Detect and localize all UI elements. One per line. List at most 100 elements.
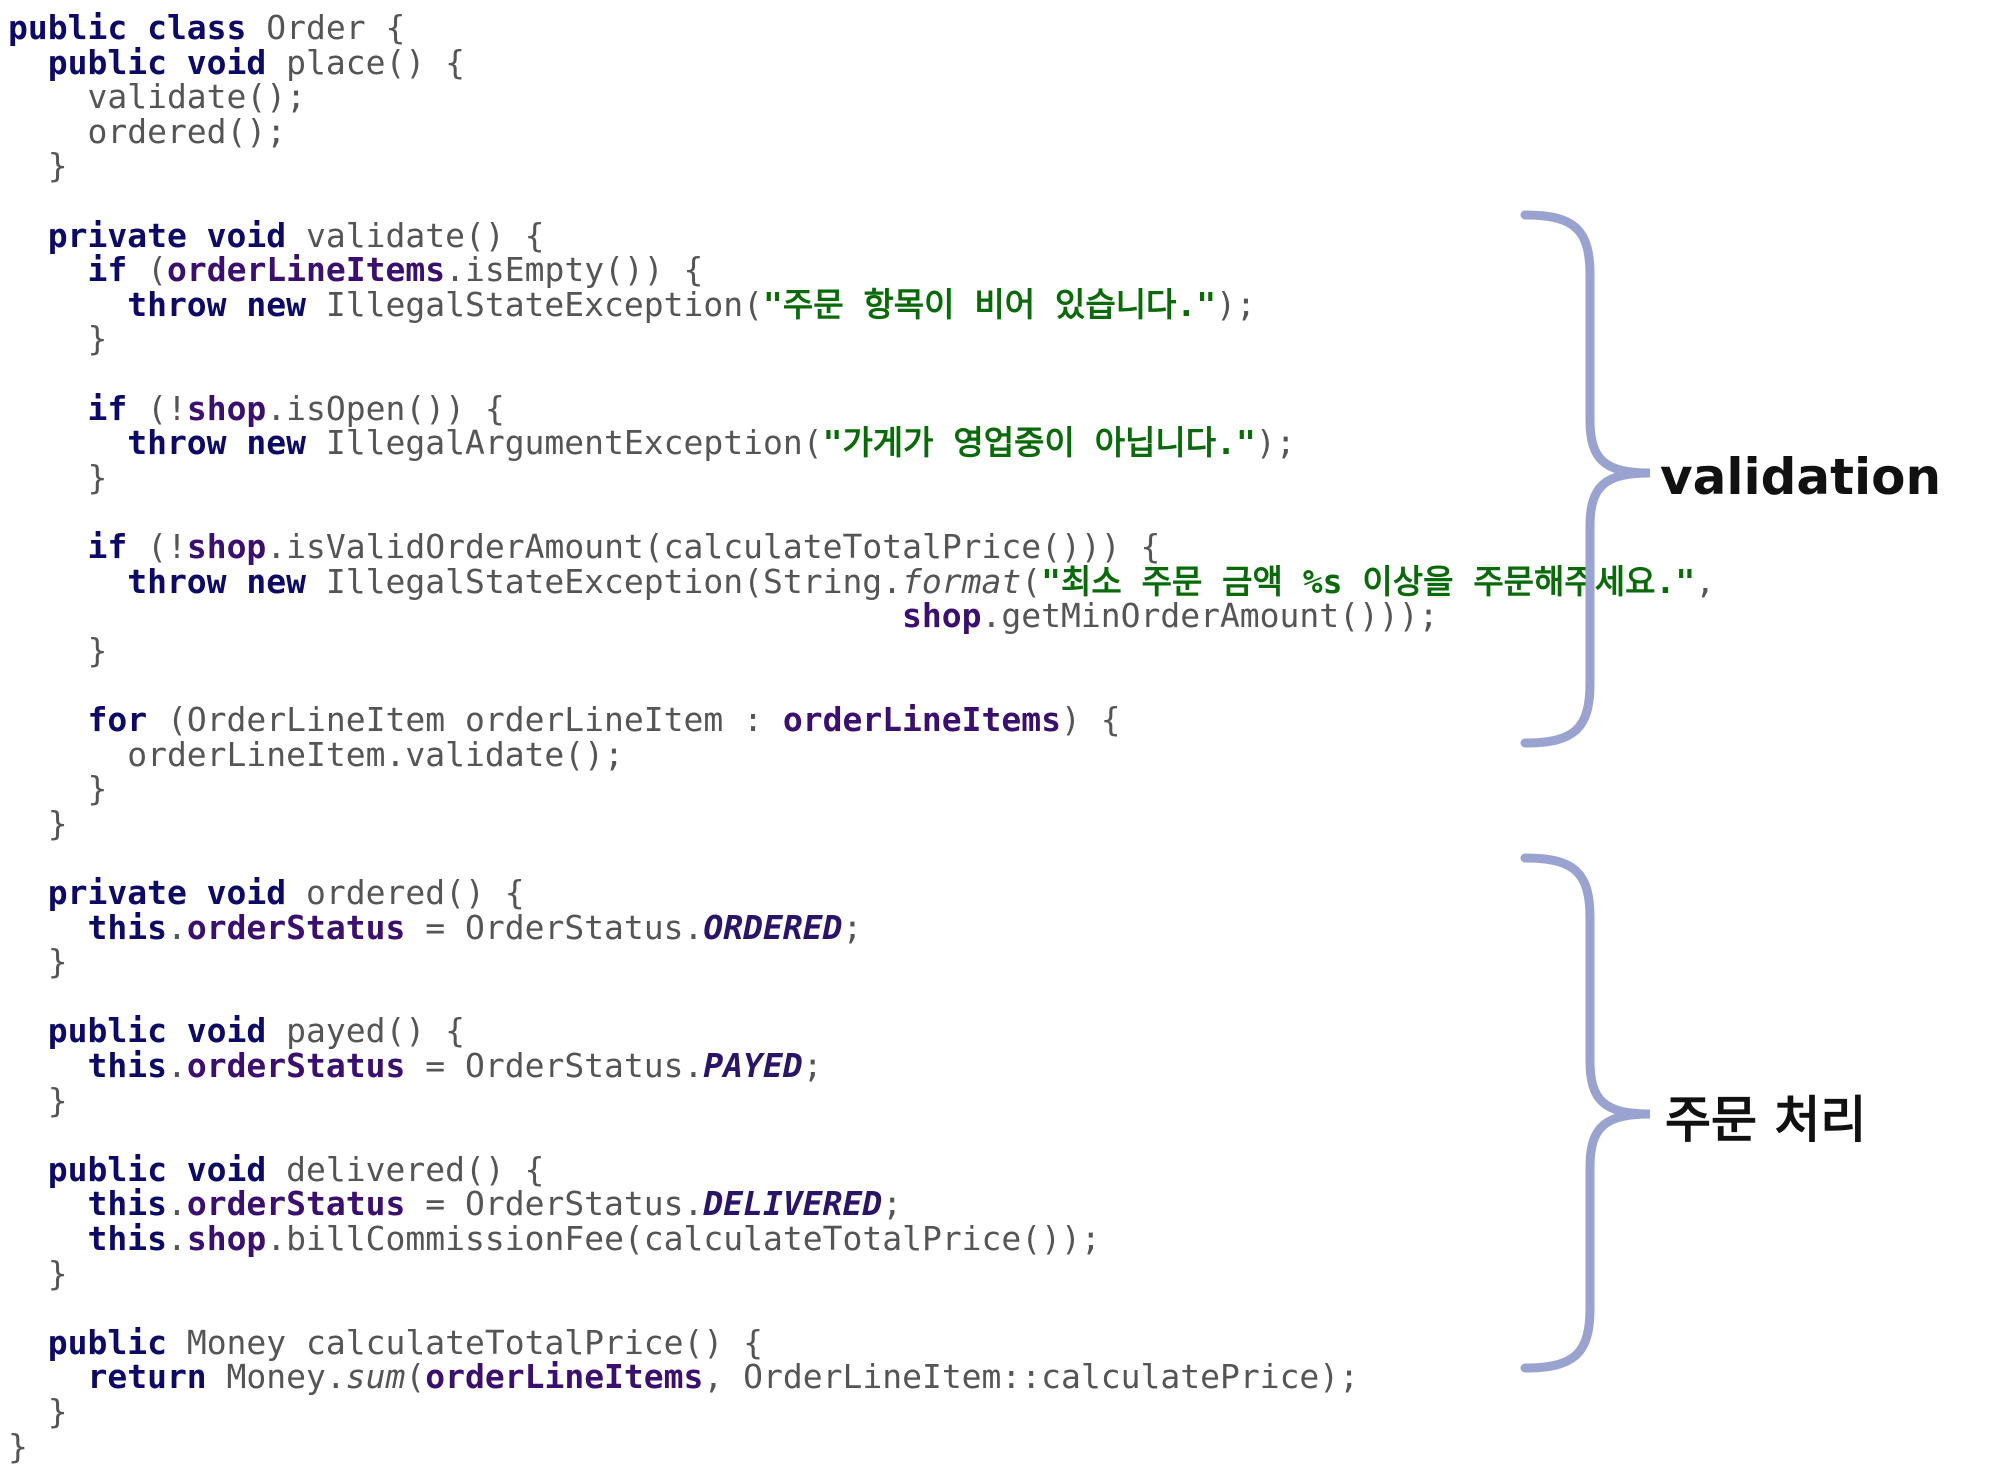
- code-token: PAYED: [703, 1046, 803, 1085]
- code-token: orderLineItems: [166, 250, 446, 290]
- code-token: private void: [8, 215, 287, 255]
- code-line: if (!shop.isOpen()) {: [8, 388, 505, 429]
- code-token: throw new: [8, 423, 307, 463]
- code-line: throw new IllegalStateException(String.f…: [8, 562, 1715, 602]
- code-token: for: [8, 700, 148, 739]
- code-token: IllegalArgumentException(: [306, 423, 823, 463]
- code-token: Money calculateTotalPrice() {: [166, 1322, 763, 1362]
- code-line: }: [8, 769, 107, 809]
- code-token: delivered() {: [266, 1149, 545, 1189]
- code-line: }: [8, 1392, 68, 1432]
- code-token: .isOpen()) {: [266, 388, 505, 428]
- code-token: this: [8, 907, 167, 947]
- code-token: }: [8, 146, 68, 186]
- code-token: , OrderLineItem::calculatePrice);: [703, 1357, 1360, 1397]
- code-token: .: [166, 1219, 187, 1258]
- code-token: "주문 항목이 비어 있습니다.": [762, 284, 1217, 324]
- code-token: }: [8, 1080, 68, 1120]
- code-token: private void: [8, 873, 287, 912]
- code-line: private void validate() {: [8, 215, 545, 256]
- code-token: orderStatus: [186, 1184, 406, 1224]
- code-token: shop: [902, 596, 982, 636]
- code-token: this: [8, 1184, 167, 1224]
- code-token: "최소 주문 금액 %s 이상을 주문해주세요.": [1041, 561, 1696, 601]
- code-line: }: [8, 319, 107, 359]
- code-token: Order {: [246, 8, 406, 47]
- code-token: = OrderStatus.: [405, 1184, 704, 1224]
- code-line: }: [8, 804, 68, 844]
- code-token: }: [8, 630, 108, 670]
- code-token: ) {: [1061, 700, 1121, 739]
- code-token: orderLineItem.validate();: [8, 734, 624, 774]
- code-token: shop: [186, 388, 267, 428]
- code-token: }: [8, 1253, 68, 1293]
- code-token: place() {: [266, 42, 465, 82]
- code-token: if: [8, 250, 128, 290]
- code-token: ORDERED: [703, 907, 843, 947]
- code-token: return: [8, 1357, 207, 1397]
- code-token: ;: [802, 1046, 823, 1085]
- code-token: orderLineItems: [425, 1357, 704, 1397]
- code-token: }: [8, 1392, 68, 1431]
- code-token: orderStatus: [186, 907, 406, 947]
- code-token: [8, 596, 902, 635]
- code-token: "가게가 영업중이 아닙니다.": [822, 423, 1256, 463]
- order-processing-label: 주문 처리: [1665, 1091, 1867, 1149]
- code-token: IllegalStateException(: [306, 284, 763, 324]
- code-token: sum: [345, 1357, 406, 1397]
- code-line: }: [8, 1254, 68, 1294]
- code-token: ordered() {: [286, 873, 525, 912]
- code-line: if (orderLineItems.isEmpty()) {: [8, 250, 703, 290]
- code-line: public void payed() {: [8, 1011, 465, 1051]
- code-token: );: [1216, 284, 1256, 324]
- code-token: shop: [186, 527, 267, 566]
- validation-label: validation: [1660, 448, 1942, 506]
- code-line: ordered();: [8, 112, 286, 152]
- code-token: .: [166, 907, 187, 947]
- code-token: .isEmpty()) {: [445, 250, 704, 290]
- code-token: .getMinOrderAmount()));: [981, 596, 1439, 636]
- code-token: orderLineItems: [782, 700, 1061, 739]
- code-token: .billCommissionFee(calculateTotalPrice()…: [266, 1219, 1101, 1258]
- code-token: public class: [8, 8, 247, 47]
- code-line: public void place() {: [8, 43, 465, 83]
- code-line: for (OrderLineItem orderLineItem : order…: [8, 700, 1121, 740]
- code-line: this.orderStatus = OrderStatus.DELIVERED…: [8, 1184, 902, 1224]
- code-token: ordered();: [8, 111, 287, 151]
- code-token: ,: [1695, 561, 1716, 601]
- code-line: this.orderStatus = OrderStatus.PAYED;: [8, 1046, 823, 1086]
- code-token: (OrderLineItem orderLineItem :: [147, 700, 783, 739]
- code-token: }: [8, 457, 108, 497]
- code-line: shop.getMinOrderAmount()));: [8, 596, 1439, 636]
- code-token: public: [8, 1322, 167, 1362]
- code-token: format: [902, 561, 1022, 601]
- code-line: }: [8, 458, 107, 498]
- code-line: public void delivered() {: [8, 1149, 545, 1190]
- code-line: }: [8, 631, 107, 671]
- code-token: Money.: [206, 1357, 346, 1397]
- code-line: }: [8, 942, 68, 982]
- code-token: this: [8, 1046, 167, 1085]
- code-token: = OrderStatus.: [405, 907, 704, 947]
- code-token: IllegalStateException(String.: [306, 561, 903, 601]
- code-token: orderStatus: [186, 1046, 406, 1085]
- code-token: public void: [8, 1011, 267, 1051]
- code-line: public class Order {: [8, 8, 405, 48]
- code-token: validate();: [8, 77, 307, 117]
- code-token: (: [1021, 561, 1042, 601]
- code-line: private void ordered() {: [8, 873, 525, 913]
- code-token: );: [1255, 423, 1296, 463]
- code-token: this: [8, 1219, 167, 1258]
- code-token: ;: [842, 907, 863, 947]
- code-token: .: [166, 1046, 187, 1085]
- code-line: }: [8, 1427, 28, 1467]
- code-line: if (!shop.isValidOrderAmount(calculateTo…: [8, 527, 1160, 567]
- code-token: = OrderStatus.: [405, 1046, 704, 1085]
- code-token: throw new: [8, 561, 307, 601]
- code-token: public void: [8, 1149, 267, 1189]
- code-token: shop: [186, 1219, 267, 1258]
- code-token: }: [8, 1426, 28, 1466]
- code-token: .isValidOrderAmount(calculateTotalPrice(…: [266, 527, 1161, 566]
- code-line: }: [8, 1081, 68, 1121]
- code-line: this.shop.billCommissionFee(calculateTot…: [8, 1219, 1101, 1259]
